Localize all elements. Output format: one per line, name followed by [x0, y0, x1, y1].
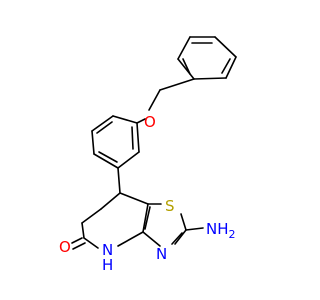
bond [91, 130, 95, 155]
bond [142, 231, 161, 247]
bond [193, 77, 227, 80]
bond [136, 122, 140, 153]
sulfur-label: S [165, 197, 175, 215]
atom-labels: O S NH2 N N H O [59, 113, 236, 274]
bond [72, 242, 86, 250]
molecule-canvas: O S NH2 N N H O [59, 36, 237, 274]
bond [142, 203, 149, 233]
amino-nh: NH [206, 220, 229, 238]
bond [214, 36, 237, 58]
bond [117, 231, 144, 247]
bond [112, 115, 138, 124]
bond [117, 151, 140, 169]
bond [91, 115, 114, 132]
bond [221, 58, 231, 74]
structure-diagram: O S NH2 N N H O [59, 36, 237, 274]
amino-group-label: NH2 [206, 220, 236, 241]
bond [177, 36, 191, 60]
bond [174, 229, 187, 245]
bond [177, 58, 195, 80]
bond [71, 237, 83, 244]
amide-nitrogen-label: N [102, 241, 113, 259]
bond [81, 208, 102, 224]
bonds [71, 36, 237, 250]
carbonyl-oxygen-label: O [59, 238, 71, 256]
bond [148, 89, 161, 111]
bond [185, 227, 204, 231]
bond [144, 206, 151, 230]
bond [100, 192, 121, 210]
bond [81, 222, 85, 239]
bond [119, 192, 149, 205]
bond [171, 232, 183, 245]
amide-hydrogen-label: H [102, 256, 113, 274]
ether-oxygen-label: O [144, 113, 156, 131]
bond [182, 58, 191, 75]
bond [225, 56, 237, 79]
bond [180, 213, 187, 231]
bond [131, 126, 134, 150]
thiazole-nitrogen-label: N [156, 245, 167, 263]
bond [117, 167, 121, 194]
bond [136, 118, 146, 124]
amino-subscript: 2 [229, 228, 236, 241]
bond [98, 151, 118, 163]
bond [83, 237, 99, 249]
bond [96, 121, 113, 134]
bond [159, 78, 195, 91]
bond [93, 153, 119, 169]
